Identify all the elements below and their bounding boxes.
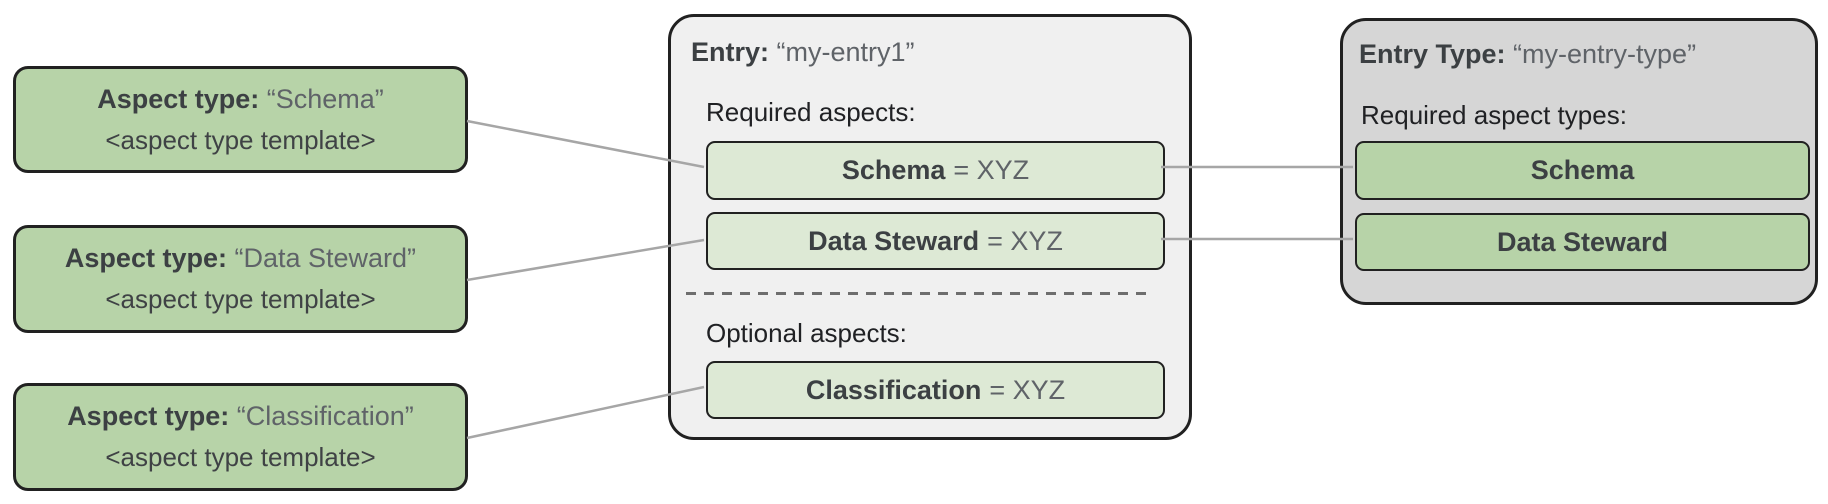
aspect-type-title: Aspect type: “Data Steward”: [65, 243, 416, 274]
aspect-type-label: Aspect type:: [64, 243, 227, 273]
dashed-divider: [686, 292, 1150, 295]
aspect-type-title: Aspect type: “Classification”: [67, 401, 414, 432]
aspect-type-name: “Classification”: [236, 401, 414, 431]
aspect-chip-schema: Schema = XYZ: [706, 141, 1165, 200]
entry-title: Entry: “my-entry1”: [691, 37, 915, 68]
aspect-chip-value: = XYZ: [989, 374, 1066, 405]
aspect-type-template: <aspect type template>: [105, 442, 376, 472]
entry-type-box: Entry Type: “my-entry-type” Required asp…: [1340, 18, 1818, 305]
aspect-chip-name: Data Steward: [808, 225, 980, 256]
aspect-type-chip-name: Data Steward: [1496, 226, 1669, 257]
aspect-type-template: <aspect type template>: [105, 124, 376, 155]
entry-type-title-label: Entry Type:: [1359, 39, 1506, 69]
aspect-type-box-schema: Aspect type: “Schema” <aspect type templ…: [13, 66, 468, 173]
aspect-chip-name: Schema: [841, 155, 946, 185]
entry-title-label: Entry:: [691, 37, 770, 67]
aspect-type-box-classification: Aspect type: “Classification” <aspect ty…: [13, 383, 468, 491]
aspect-chip-name: Classification: [805, 374, 982, 405]
aspect-type-label: Aspect type:: [67, 401, 230, 431]
entry-box: Entry: “my-entry1” Required aspects: Sch…: [668, 14, 1192, 440]
aspect-type-label: Aspect type:: [97, 83, 260, 114]
aspect-type-chip-schema: Schema: [1355, 141, 1810, 200]
required-aspects-label: Required aspects:: [706, 97, 916, 127]
required-aspect-types-label: Required aspect types:: [1361, 100, 1627, 130]
aspect-type-box-data-steward: Aspect type: “Data Steward” <aspect type…: [13, 225, 468, 333]
entry-type-title-value: “my-entry-type”: [1513, 39, 1697, 69]
aspect-type-name: “Schema”: [266, 83, 384, 114]
aspect-chip-value: = XYZ: [953, 155, 1030, 185]
aspect-type-title: Aspect type: “Schema”: [97, 84, 384, 115]
aspect-type-name: “Data Steward”: [234, 243, 417, 273]
entry-type-title: Entry Type: “my-entry-type”: [1359, 39, 1696, 70]
aspect-type-chip-data-steward: Data Steward: [1355, 213, 1810, 271]
aspect-chip-value: = XYZ: [987, 225, 1063, 256]
aspect-chip-classification: Classification = XYZ: [706, 361, 1165, 419]
aspect-type-chip-name: Schema: [1530, 155, 1635, 185]
aspect-chip-data-steward: Data Steward = XYZ: [706, 212, 1165, 270]
optional-aspects-label: Optional aspects:: [706, 318, 907, 348]
aspect-type-template: <aspect type template>: [105, 284, 376, 314]
entry-title-value: “my-entry1”: [776, 37, 915, 67]
